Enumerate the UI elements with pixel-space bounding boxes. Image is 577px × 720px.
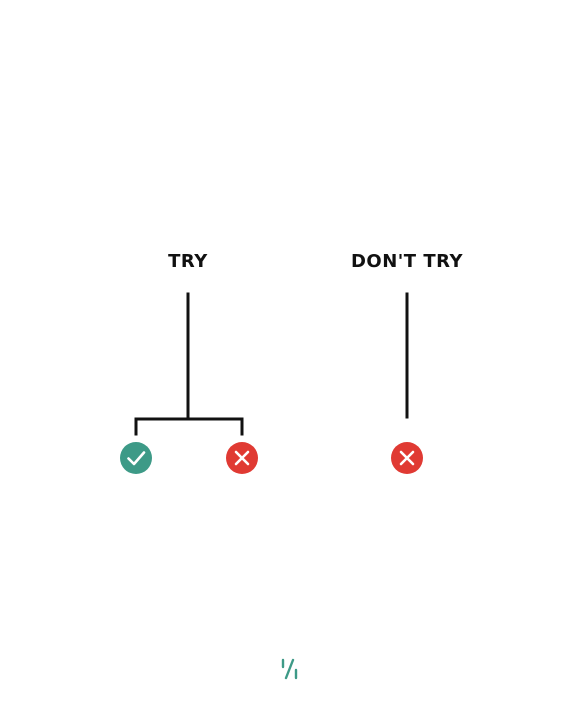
- x-icon: [391, 442, 423, 474]
- brand-logo-icon: [281, 658, 298, 680]
- dont-try-label: DON'T TRY: [350, 251, 464, 272]
- check-icon: [120, 442, 152, 474]
- x-icon: [226, 442, 258, 474]
- try-branch-lines: [134, 292, 244, 436]
- try-label: TRY: [168, 251, 208, 272]
